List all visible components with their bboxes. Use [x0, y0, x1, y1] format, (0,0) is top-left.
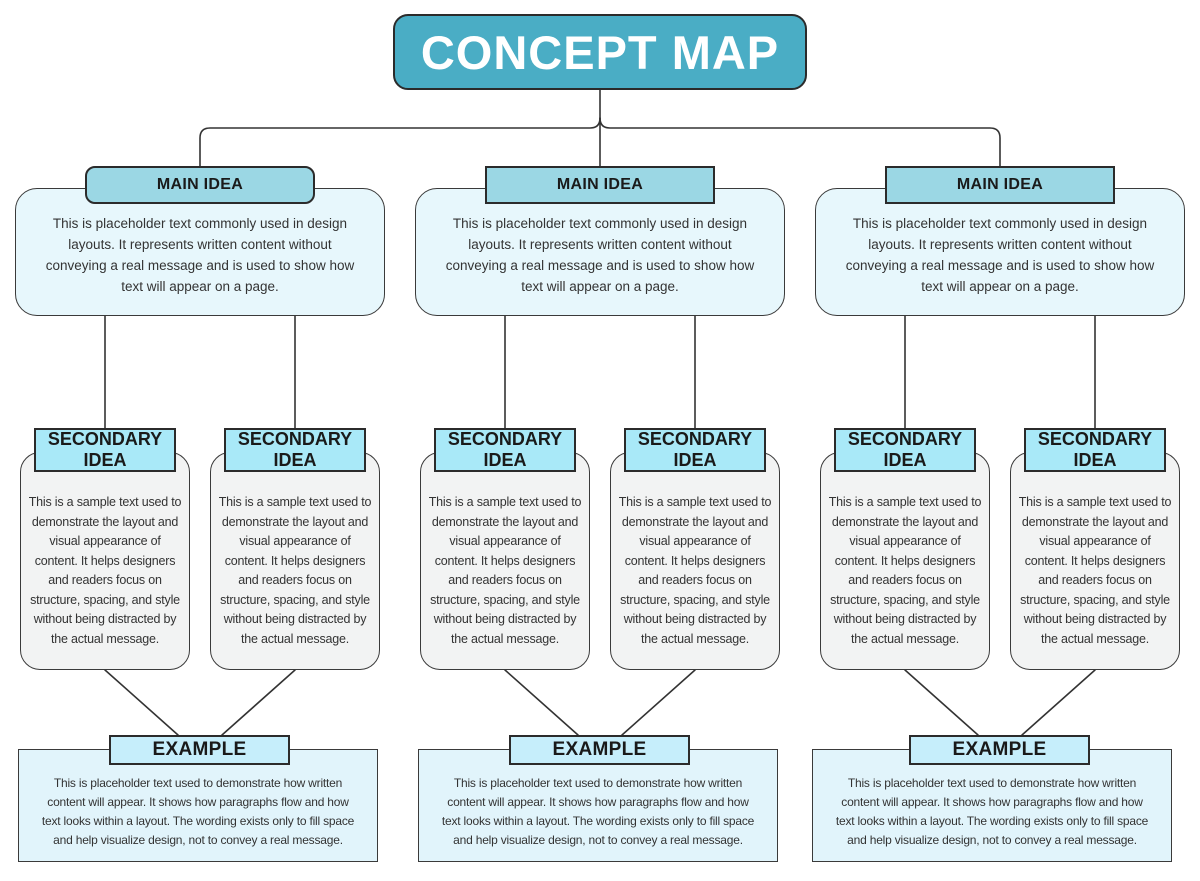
secondary-idea-body: This is a sample text used to demonstrat…	[820, 452, 990, 670]
secondary-idea-body: This is a sample text used to demonstrat…	[420, 452, 590, 670]
example-header: EXAMPLE	[509, 735, 690, 765]
secondary-idea-header: SECONDARY IDEA	[1024, 428, 1166, 472]
main-idea-body: This is placeholder text commonly used i…	[415, 188, 785, 316]
main-idea-header: MAIN IDEA	[885, 166, 1115, 204]
concept-map-title: CONCEPT MAP	[393, 14, 807, 90]
secondary-idea-body: This is a sample text used to demonstrat…	[20, 452, 190, 670]
example-body: This is placeholder text used to demonst…	[18, 749, 378, 862]
secondary-idea-body: This is a sample text used to demonstrat…	[1010, 452, 1180, 670]
secondary-idea-header: SECONDARY IDEA	[34, 428, 176, 472]
main-idea-header: MAIN IDEA	[85, 166, 315, 204]
secondary-idea-body: This is a sample text used to demonstrat…	[210, 452, 380, 670]
main-idea-body: This is placeholder text commonly used i…	[815, 188, 1185, 316]
secondary-idea-header: SECONDARY IDEA	[834, 428, 976, 472]
example-header: EXAMPLE	[109, 735, 290, 765]
main-idea-header: MAIN IDEA	[485, 166, 715, 204]
secondary-idea-body: This is a sample text used to demonstrat…	[610, 452, 780, 670]
example-body: This is placeholder text used to demonst…	[418, 749, 778, 862]
secondary-idea-header: SECONDARY IDEA	[434, 428, 576, 472]
example-header: EXAMPLE	[909, 735, 1090, 765]
main-idea-body: This is placeholder text commonly used i…	[15, 188, 385, 316]
secondary-idea-header: SECONDARY IDEA	[224, 428, 366, 472]
example-body: This is placeholder text used to demonst…	[812, 749, 1172, 862]
secondary-idea-header: SECONDARY IDEA	[624, 428, 766, 472]
